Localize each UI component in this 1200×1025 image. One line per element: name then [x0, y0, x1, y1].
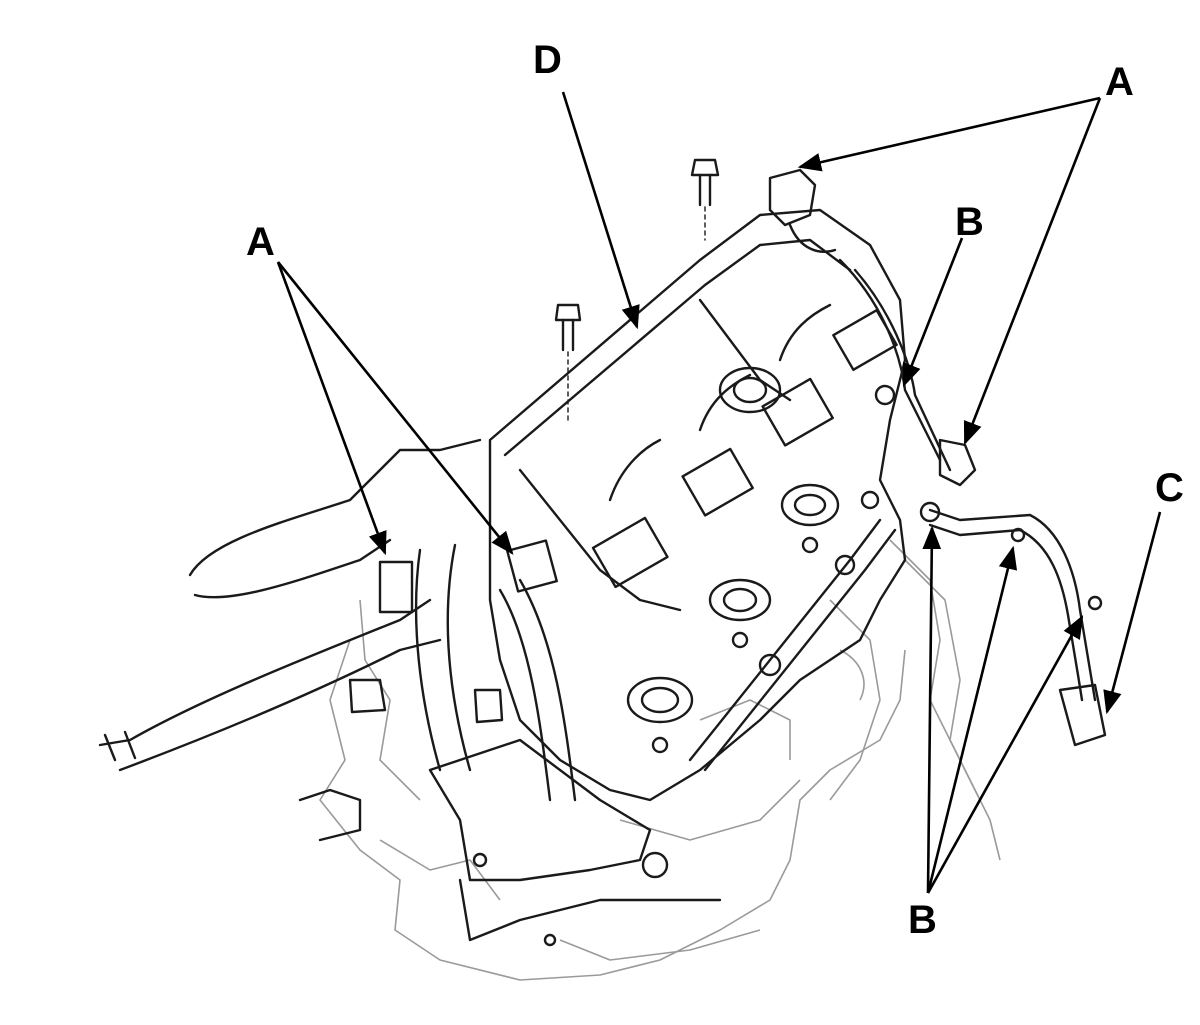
engine-line-art	[98, 158, 1107, 947]
callout-a-left: A	[246, 220, 275, 264]
callout-b-upper: B	[955, 200, 984, 244]
fuel-rail	[641, 518, 897, 879]
arrow-a-left-connector-2	[276, 261, 514, 555]
mounting-bolts	[554, 158, 720, 421]
arrow-c	[1103, 511, 1162, 715]
engine-block-background	[319, 539, 1001, 981]
arrow-a-top-connector	[797, 96, 1101, 172]
injector-ports	[626, 366, 880, 754]
callout-d: D	[533, 38, 562, 82]
arrow-b-lower-1	[922, 525, 942, 894]
arrow-b-lower-3	[926, 614, 1084, 894]
callout-c: C	[1155, 466, 1184, 510]
callout-b-lower: B	[908, 898, 937, 942]
right-harness	[838, 258, 1107, 747]
valve-cover	[488, 208, 907, 802]
leader-arrows	[276, 91, 1162, 894]
arrow-d	[561, 91, 640, 330]
left-harness	[98, 438, 577, 802]
arrow-b-lower-2	[926, 545, 1018, 894]
ignition-coils	[591, 303, 898, 589]
arrow-a-right-connector	[963, 97, 1102, 446]
left-connectors	[378, 539, 558, 614]
callout-a-top-right: A	[1105, 60, 1134, 104]
arrow-a-left-connector-1	[276, 261, 387, 556]
arrow-b-upper	[902, 237, 964, 388]
lower-bracket	[298, 678, 722, 947]
